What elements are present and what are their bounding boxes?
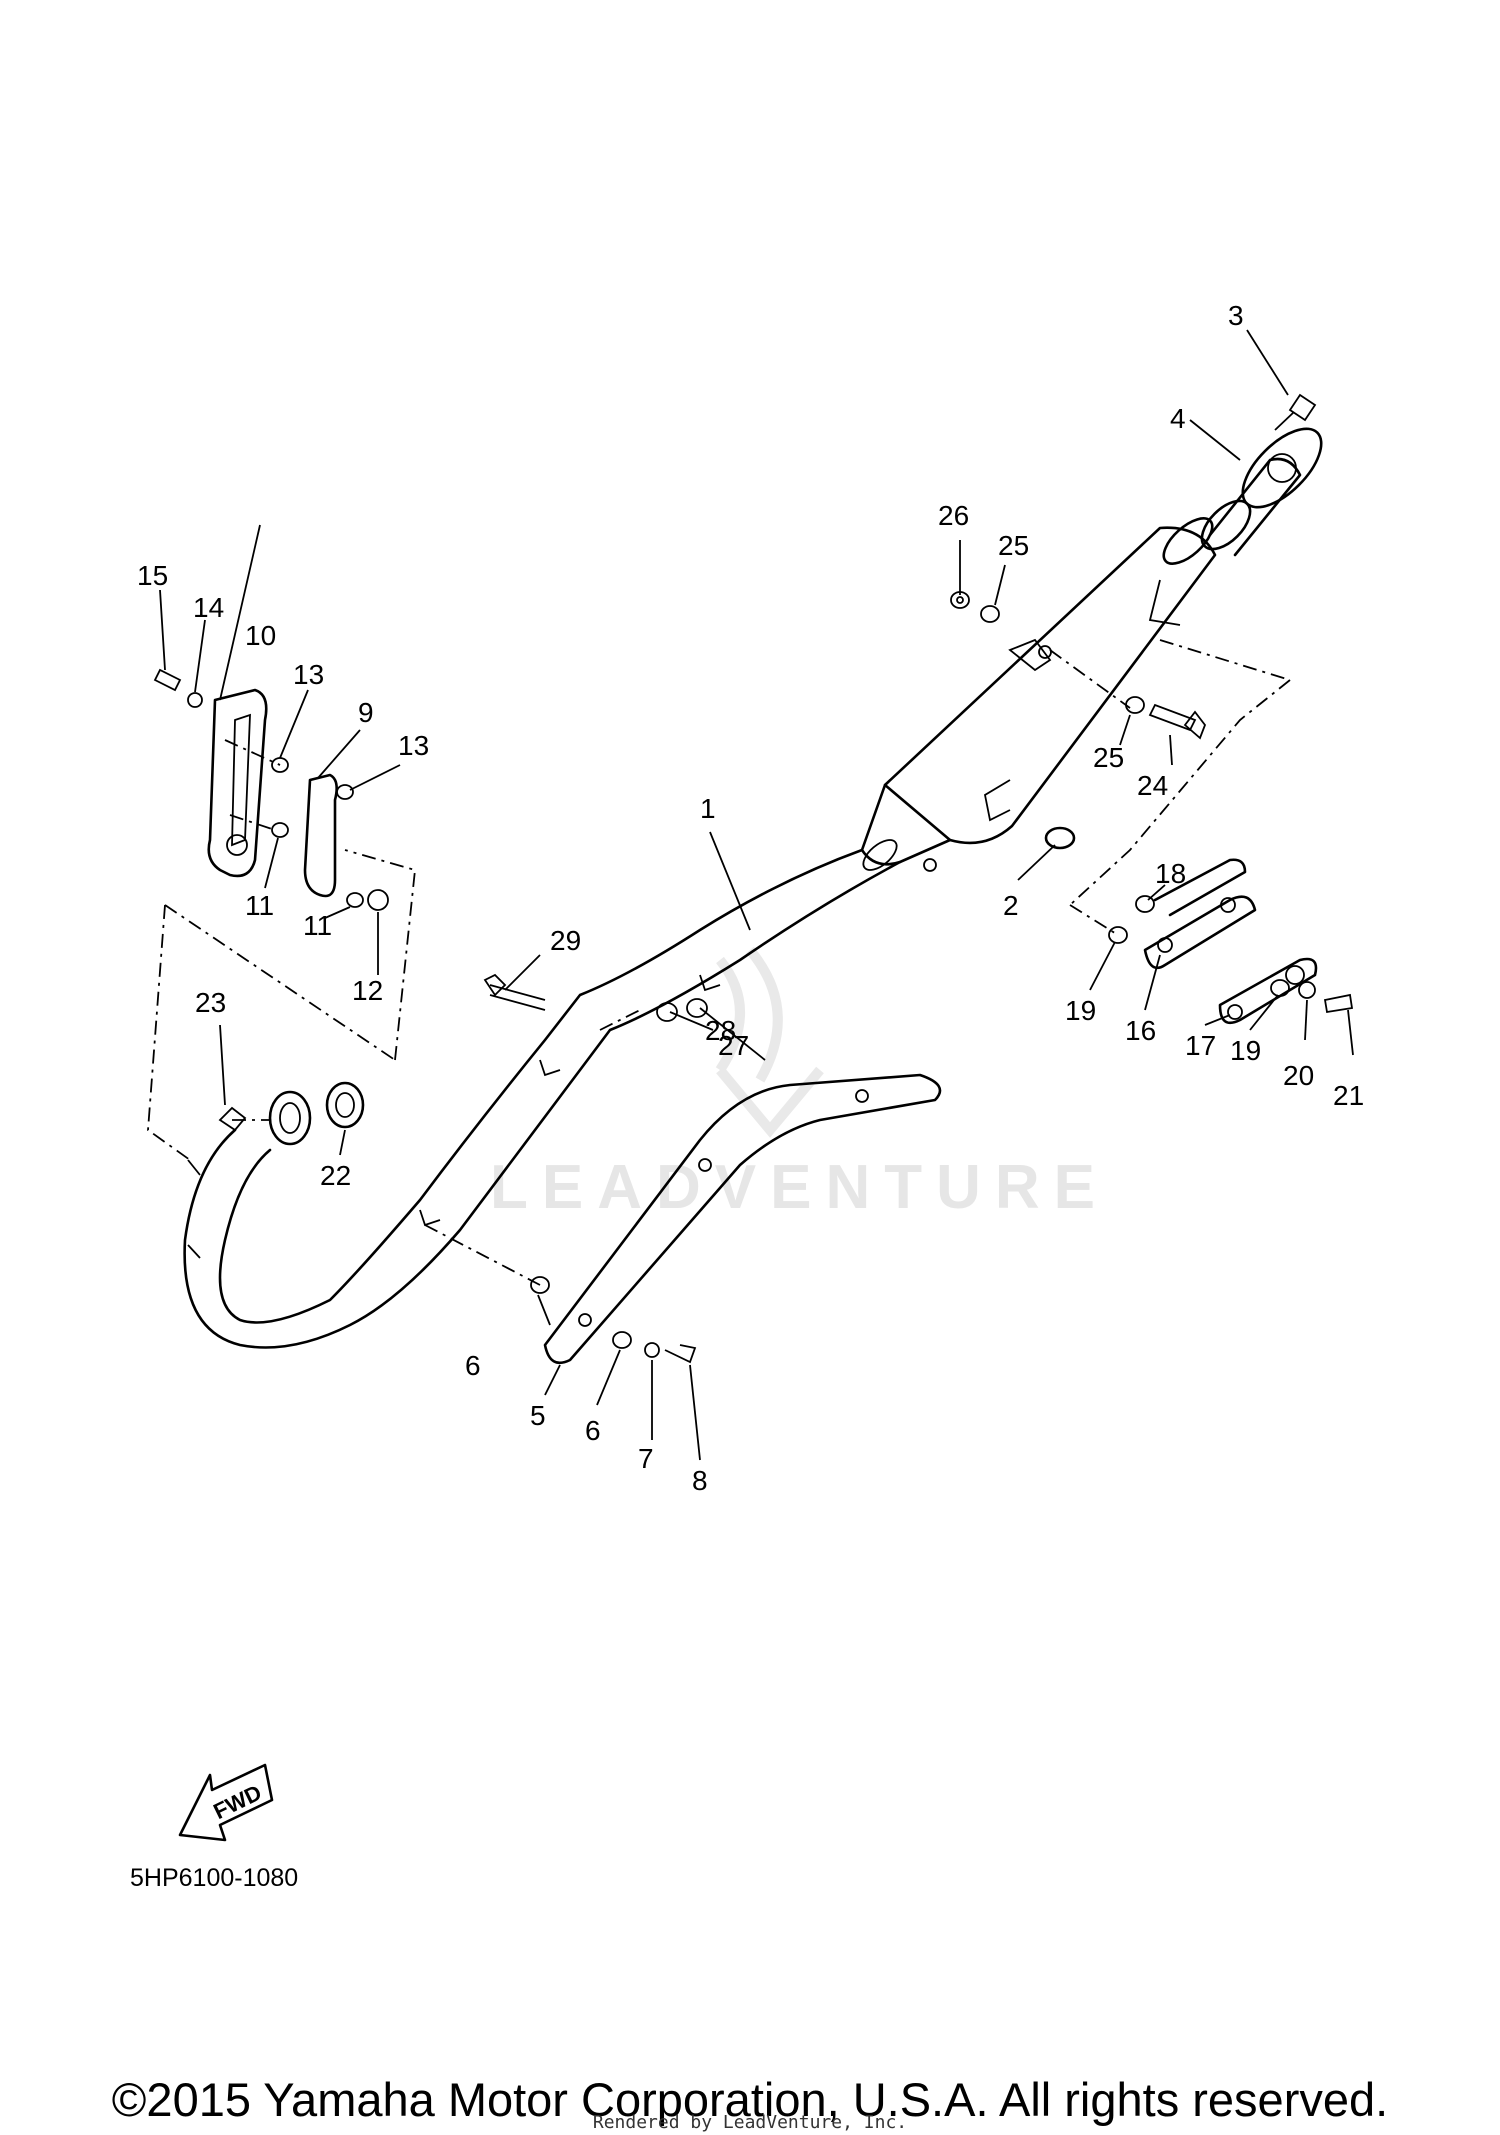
callout-26: 26 [938, 500, 969, 531]
callout-12: 12 [352, 975, 383, 1006]
callout-15: 15 [137, 560, 168, 591]
callout-24: 24 [1137, 770, 1168, 801]
callout-22: 22 [320, 1160, 351, 1191]
callout-11b: 11 [303, 910, 332, 941]
callout-23: 23 [195, 987, 226, 1018]
callout-4: 4 [1170, 403, 1186, 434]
callout-20: 20 [1283, 1060, 1314, 1091]
pipe-fasteners [483, 973, 708, 1022]
callout-labels: 1 2 3 4 5 6 6 7 8 9 10 11 11 12 13 13 14… [137, 300, 1364, 1496]
watermark: LEADVENTURE [490, 1153, 1109, 1222]
callout-9: 9 [358, 697, 374, 728]
leader-lines [159, 329, 1354, 1461]
callout-25b: 25 [1093, 742, 1124, 773]
callout-18: 18 [1155, 858, 1186, 889]
bracket-fasteners [530, 1276, 697, 1364]
callout-3: 3 [1228, 300, 1244, 331]
callout-13a: 13 [293, 659, 324, 690]
callout-16: 16 [1125, 1015, 1156, 1046]
callout-19a: 19 [1065, 995, 1096, 1026]
tail-pipe [1200, 427, 1323, 557]
fwd-arrow-icon: FWD [178, 1763, 274, 1842]
bolt-3 [1274, 393, 1317, 431]
callout-13b: 13 [398, 730, 429, 761]
muffler-assembly [183, 517, 1217, 1349]
heat-guards [207, 688, 338, 898]
cap-2 [1044, 826, 1076, 850]
callout-1: 1 [700, 793, 716, 824]
callout-6b: 6 [585, 1415, 601, 1446]
callout-17: 17 [1185, 1030, 1216, 1061]
bracket-plates [1108, 858, 1354, 1025]
callout-14: 14 [193, 592, 224, 623]
callout-5: 5 [530, 1400, 546, 1431]
callout-19b: 19 [1230, 1035, 1261, 1066]
callout-29: 29 [550, 925, 581, 956]
callout-28: 28 [705, 1015, 736, 1046]
callout-27: 27 [718, 1030, 749, 1061]
copyright-notice: ©2015 Yamaha Motor Corporation, U.S.A. A… [111, 2073, 1389, 2126]
callout-25a: 25 [998, 530, 1029, 561]
assembly-lines [147, 639, 1291, 1286]
watermark-logo [715, 946, 824, 1138]
callout-7: 7 [638, 1443, 654, 1474]
rendered-by-note: Rendered by LeadVenture, Inc. [592, 2112, 908, 2133]
callout-11a: 11 [245, 890, 274, 921]
drawing-code: 5HP6100-1080 [130, 1864, 298, 1892]
callout-21: 21 [1333, 1080, 1364, 1111]
muffler-bolt-group [950, 591, 1207, 740]
flange-and-gasket [218, 1081, 365, 1146]
callout-8: 8 [692, 1465, 708, 1496]
callout-10: 10 [245, 620, 276, 651]
callout-2: 2 [1003, 890, 1019, 921]
callout-6a: 6 [465, 1350, 481, 1381]
exhaust-bracket [543, 1073, 942, 1365]
guard-fasteners [153, 668, 389, 911]
